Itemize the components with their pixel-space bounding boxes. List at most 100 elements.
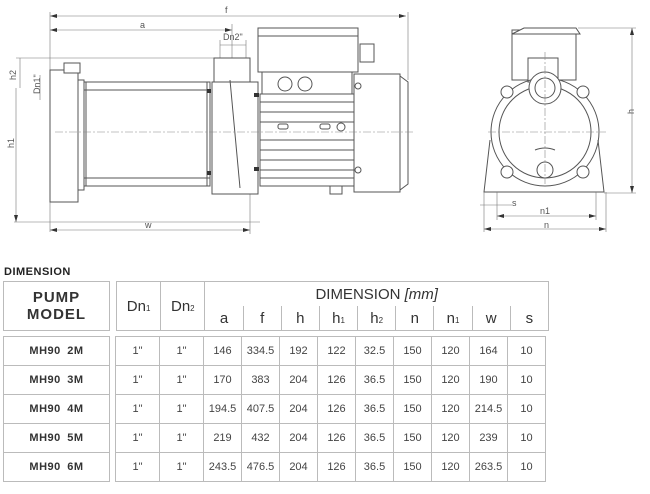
column-header-main: s — [525, 309, 534, 327]
column-header-main: a — [219, 309, 229, 327]
cell-n: 150 — [393, 452, 432, 482]
cell-f: 383 — [241, 365, 280, 395]
cell-w: 239 — [469, 423, 508, 453]
pump-front-view: h s n1 n — [480, 27, 636, 232]
column-header-n: n — [395, 306, 435, 331]
column-header-h2: h2 — [357, 306, 397, 331]
dim-label-a: a — [140, 20, 145, 30]
dimension-unit: [mm] — [404, 285, 438, 303]
cell-dn2: 1" — [159, 452, 204, 482]
cell-h1: 122 — [317, 336, 356, 366]
pump-technical-drawing: f a Dn2" h2 Dn1" h1 w — [6, 5, 636, 234]
cell-h: 204 — [279, 452, 318, 482]
column-header-main: h — [332, 309, 341, 327]
dim-label-f: f — [225, 5, 228, 15]
cell-h1: 126 — [317, 365, 356, 395]
dn2-header-main: Dn — [170, 297, 191, 315]
column-header-w: w — [471, 306, 511, 331]
cell-n: 150 — [393, 394, 432, 424]
column-header-sub: 2 — [378, 315, 384, 325]
cell-h2: 36.5 — [355, 394, 394, 424]
pump-side-view: f a Dn2" h2 Dn1" h1 w — [6, 5, 414, 234]
cell-f: 407.5 — [241, 394, 280, 424]
cell-s: 10 — [507, 365, 546, 395]
dn2-header-sub: 2 — [190, 303, 195, 313]
dim-label-s: s — [512, 198, 517, 208]
model-header-table: PUMP MODEL — [3, 281, 110, 331]
cell-h2: 36.5 — [355, 452, 394, 482]
model-row: MH90 5M — [3, 423, 110, 453]
cell-n1: 120 — [431, 394, 470, 424]
cell-n1: 120 — [431, 365, 470, 395]
cell-dn2: 1" — [159, 423, 204, 453]
cell-dn2: 1" — [159, 336, 204, 366]
dim-label-n: n — [544, 220, 549, 230]
column-header-h1: h1 — [318, 306, 359, 331]
model-row: MH90 3M — [3, 365, 110, 395]
dimension-group-header: DIMENSION [mm] — [204, 281, 549, 306]
cell-f: 432 — [241, 423, 280, 453]
cell-n1: 120 — [431, 452, 470, 482]
cell-f: 476.5 — [241, 452, 280, 482]
cell-dn2: 1" — [159, 365, 204, 395]
cell-h1: 126 — [317, 452, 356, 482]
column-header-main: n — [446, 309, 455, 327]
cell-h2: 36.5 — [355, 423, 394, 453]
section-title: DIMENSION — [4, 266, 71, 278]
model-row: MH90 4M — [3, 394, 110, 424]
model-cell: MH90 3M — [3, 365, 110, 395]
model-cell: MH90 2M — [3, 336, 110, 366]
column-header-n1: n1 — [433, 306, 473, 331]
column-header-f: f — [242, 306, 282, 331]
dim-label-dn2: Dn2" — [223, 32, 243, 42]
dn1-column-header: Dn1 — [115, 281, 162, 331]
dn2-column-header: Dn2 — [160, 281, 206, 331]
cell-a: 219 — [203, 423, 242, 453]
dim-label-w: w — [144, 220, 152, 230]
cell-h: 204 — [279, 365, 318, 395]
cell-s: 10 — [507, 394, 546, 424]
column-header-h: h — [280, 306, 320, 331]
column-header-main: h — [370, 309, 379, 327]
column-header-main: w — [485, 309, 497, 327]
column-header-a: a — [204, 306, 244, 331]
column-header-main: n — [410, 309, 420, 327]
cell-dn1: 1" — [115, 394, 160, 424]
cell-n: 150 — [393, 423, 432, 453]
cell-w: 190 — [469, 365, 508, 395]
dn1-header-sub: 1 — [145, 303, 151, 313]
dimension-group-title: DIMENSION — [315, 285, 401, 303]
cell-a: 194.5 — [203, 394, 242, 424]
cell-h2: 36.5 — [355, 365, 394, 395]
cell-w: 263.5 — [469, 452, 508, 482]
cell-w: 214.5 — [469, 394, 508, 424]
model-row: MH90 2M — [3, 336, 110, 366]
model-cell: MH90 6M — [3, 452, 110, 482]
model-cell: MH90 4M — [3, 394, 110, 424]
cell-n1: 120 — [431, 336, 470, 366]
dim-label-h: h — [626, 109, 636, 114]
cell-h: 204 — [279, 423, 318, 453]
column-header-main: f — [260, 309, 265, 327]
cell-dn1: 1" — [115, 336, 160, 366]
column-header-sub: 1 — [340, 315, 345, 325]
cell-a: 170 — [203, 365, 242, 395]
cell-s: 10 — [507, 452, 546, 482]
dim-label-n1: n1 — [540, 206, 550, 216]
dim-label-h1: h1 — [6, 138, 16, 148]
model-cell: MH90 5M — [3, 423, 110, 453]
cell-h2: 32.5 — [355, 336, 394, 366]
model-header-line-2: MODEL — [26, 306, 87, 323]
cell-s: 10 — [507, 423, 546, 453]
cell-dn1: 1" — [115, 423, 160, 453]
cell-f: 334.5 — [241, 336, 280, 366]
cell-n: 150 — [393, 365, 432, 395]
cell-dn1: 1" — [115, 452, 160, 482]
